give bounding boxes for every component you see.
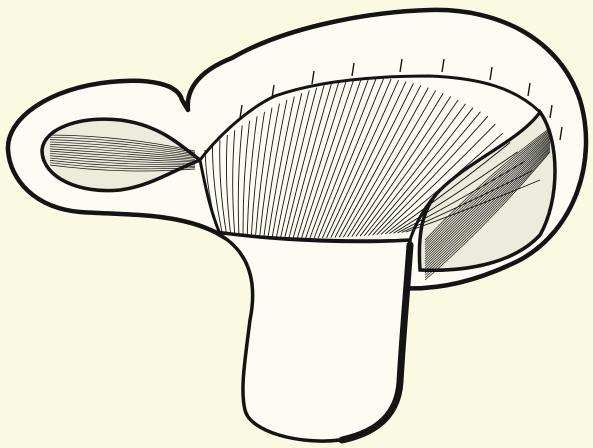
stem: [215, 232, 410, 441]
